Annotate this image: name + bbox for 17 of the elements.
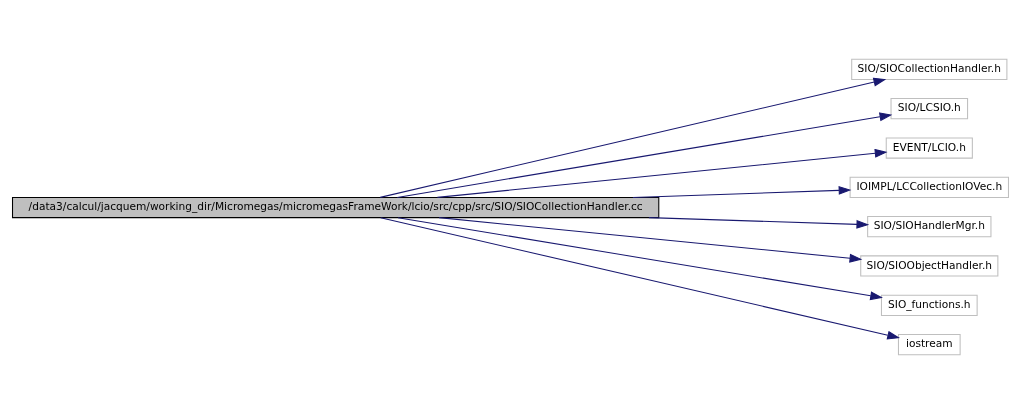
arrow [379, 77, 887, 198]
arrow [648, 216, 870, 229]
arrow [632, 185, 852, 198]
node-box: SIO/LCSIO.h [890, 97, 969, 119]
node-box: SIO/SIOCollectionHandler.h [851, 58, 1008, 80]
arrow [438, 216, 863, 263]
node-box: iostream [897, 333, 961, 355]
node-box: IOIMPL/LCCollectionIOVec.h [849, 176, 1009, 198]
arrow [397, 216, 883, 300]
arrow [396, 111, 893, 198]
arrow [380, 216, 900, 340]
node-box: /data3/calcul/jacquem/working_dir/Micromegas/micromegasFrameWork/lcio/src/cpp/src/SIO/SIOCollectionHandler.cc [12, 196, 660, 218]
node-box: SIO/SIOObjectHandler.h [860, 254, 999, 277]
arrow [436, 148, 888, 198]
node-box: SIO_functions.h [880, 294, 978, 316]
node-box: EVENT/LCIO.h [885, 136, 973, 159]
node-box: SIO/SIOHandlerMgr.h [867, 215, 992, 237]
